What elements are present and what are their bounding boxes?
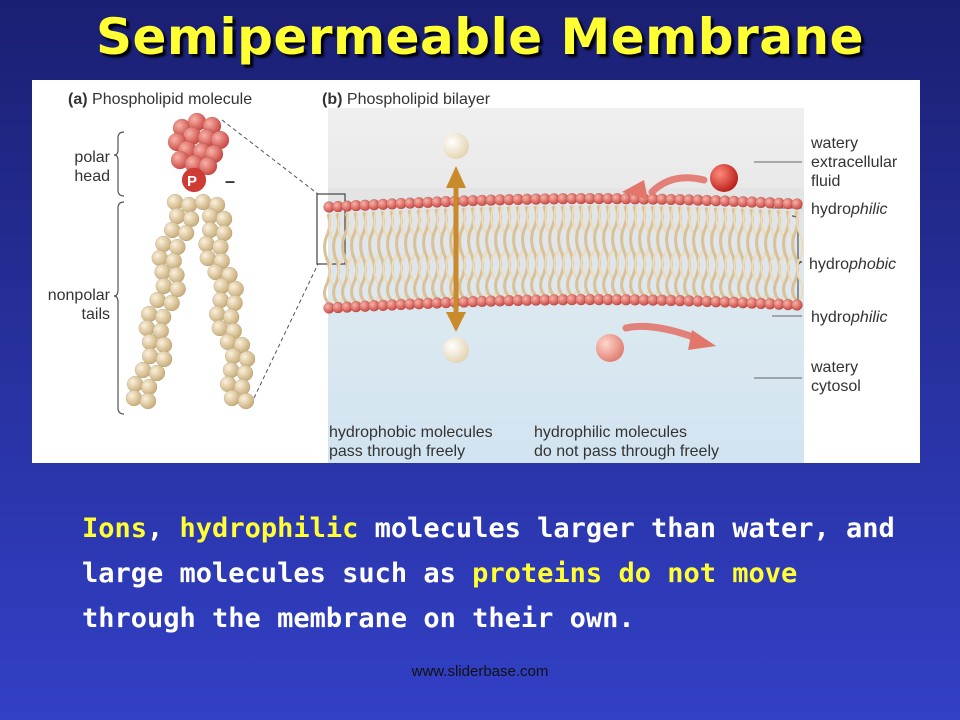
hydrophilic-molecule-top <box>710 164 738 192</box>
hydrophilic-top-label: hydrophilic <box>811 201 888 218</box>
membrane-illustration <box>113 108 804 463</box>
membrane-figure: (a) Phospholipid molecule (b) Phospholip… <box>32 80 920 463</box>
hydrophobic-molecule-top <box>443 133 469 159</box>
hydrophobic-passage-arrow <box>446 166 466 332</box>
charge-label: – <box>225 171 236 191</box>
phosphate-label: P <box>187 173 198 190</box>
phospholipid-bilayer <box>323 192 804 314</box>
hydrophilic-deflect-arrow-top <box>648 174 708 196</box>
footer-url[interactable]: www.sliderbase.com <box>411 663 549 680</box>
slide-title: Semipermeable Membrane <box>96 8 864 66</box>
panel-b-heading: (b) Phospholipid bilayer <box>322 91 491 108</box>
panel-a-heading: (a) Phospholipid molecule <box>68 91 253 108</box>
polar-head-bracket <box>113 131 125 197</box>
nonpolar-tails-bracket <box>113 201 125 415</box>
hydrophobic-label: hydrophobic <box>809 256 897 273</box>
body-paragraph: Ions, hydrophilic molecules larger than … <box>82 513 895 634</box>
hydrophilic-deflect-arrow-bottom <box>622 322 700 342</box>
hydrophobic-molecule-bottom <box>443 337 469 363</box>
phospholipid-molecule <box>125 112 256 410</box>
hydrophilic-molecule-bottom <box>596 334 624 362</box>
hydrophilic-bottom-label: hydrophilic <box>811 309 888 326</box>
